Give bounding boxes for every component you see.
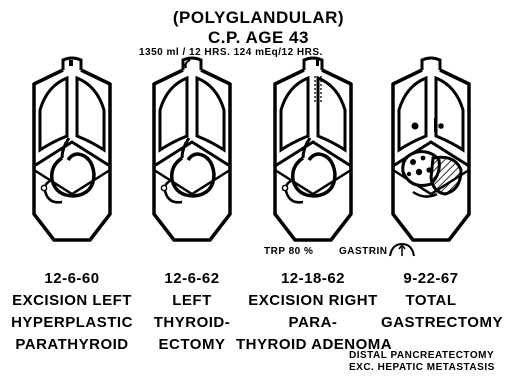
- torso-figure-4: [393, 58, 469, 240]
- footnote-line-2: EXC. HEPATIC METASTASIS: [349, 362, 495, 373]
- gastrin-indicator: [390, 244, 414, 256]
- thyroid-marker: [186, 60, 191, 68]
- footnote-line-1: DISTAL PANCREATECTOMY: [349, 350, 494, 361]
- torso-figure-3: [275, 58, 351, 240]
- panel-1-line-3: PARATHYROID: [2, 336, 142, 353]
- panel-3-line-2: PARA-: [243, 314, 383, 331]
- pancreas-hatched: [431, 157, 461, 194]
- trp-label: TRP 80 %: [264, 246, 313, 257]
- panel-1-line-2: HYPERPLASTIC: [2, 314, 142, 331]
- panel-2-line-1: LEFT: [122, 292, 262, 309]
- adenoma-marker: [316, 60, 319, 66]
- lung-metastasis-left: [412, 123, 419, 130]
- lung-metastasis-right: [438, 123, 444, 129]
- torso-figure-2: [154, 58, 230, 240]
- panel-4-line-2: GASTRECTOMY: [372, 314, 512, 331]
- panel-2-date: 12-6-62: [122, 270, 262, 287]
- panel-1-line-1: EXCISION LEFT: [2, 292, 142, 309]
- gastrin-label: GASTRIN: [339, 246, 388, 257]
- panel-2-line-2: THYROID-: [122, 314, 262, 331]
- parathyroid-marker: [69, 60, 73, 66]
- panel-4-line-1: TOTAL: [361, 292, 501, 309]
- torso-figure-1: [34, 58, 110, 240]
- panel-1-date: 12-6-60: [2, 270, 142, 287]
- panel-4-date: 9-22-67: [361, 270, 501, 287]
